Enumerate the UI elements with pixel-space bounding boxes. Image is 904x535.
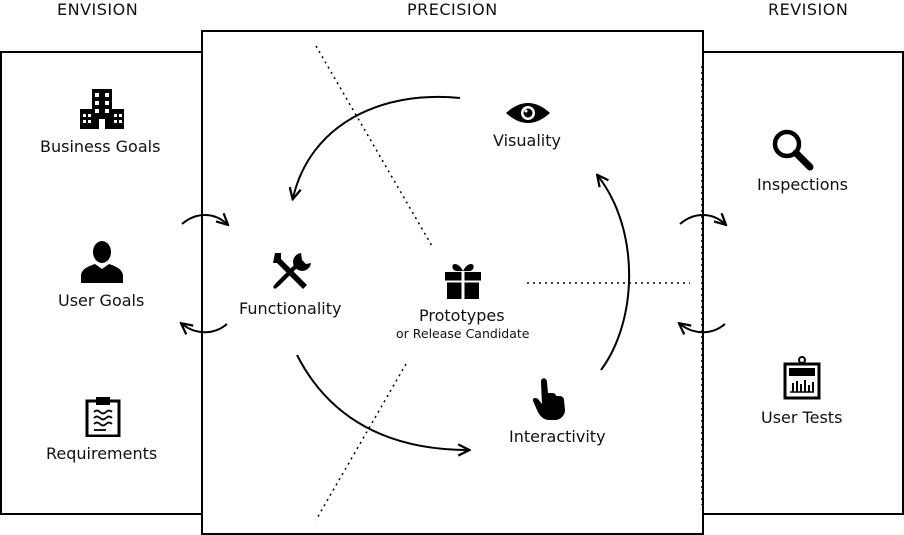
prototypes-sublabel: or Release Candidate bbox=[396, 326, 530, 341]
arrow-revision-to-precision bbox=[680, 324, 726, 332]
header-revision: REVISION bbox=[768, 0, 849, 19]
arc-arrow-visuality-to-functionality bbox=[293, 96, 461, 198]
inspections-label: Inspections bbox=[757, 175, 848, 194]
hand-pointer-icon bbox=[532, 378, 565, 420]
arc-arrow-functionality-to-interactivity bbox=[296, 354, 468, 450]
building-icon bbox=[80, 89, 124, 129]
eye-icon bbox=[506, 103, 550, 123]
chart-board-icon bbox=[783, 356, 821, 400]
functionality-label: Functionality bbox=[239, 299, 342, 318]
clipboard-icon bbox=[85, 397, 121, 437]
dotted-separator-top bbox=[315, 45, 433, 247]
arc-arrow-interactivity-to-visuality bbox=[598, 176, 631, 371]
prototypes-label: Prototypes bbox=[419, 306, 505, 325]
magnifier-icon bbox=[772, 129, 814, 171]
user-tests-label: User Tests bbox=[761, 408, 843, 427]
arrow-precision-to-revision bbox=[679, 215, 725, 224]
header-precision: PRECISION bbox=[407, 0, 498, 19]
gift-icon bbox=[445, 264, 481, 299]
arrow-envision-to-precision bbox=[181, 215, 227, 224]
requirements-label: Requirements bbox=[46, 444, 158, 463]
user-icon bbox=[81, 241, 123, 283]
tools-icon bbox=[273, 253, 311, 289]
visuality-label: Visuality bbox=[493, 131, 561, 150]
business-goals-label: Business Goals bbox=[40, 137, 161, 156]
header-envision: ENVISION bbox=[57, 0, 139, 19]
interactivity-label: Interactivity bbox=[509, 427, 606, 446]
arrow-precision-to-envision bbox=[182, 324, 228, 332]
user-goals-label: User Goals bbox=[58, 291, 145, 310]
dotted-separator-bottom bbox=[315, 363, 407, 521]
revision-panel bbox=[700, 51, 904, 515]
